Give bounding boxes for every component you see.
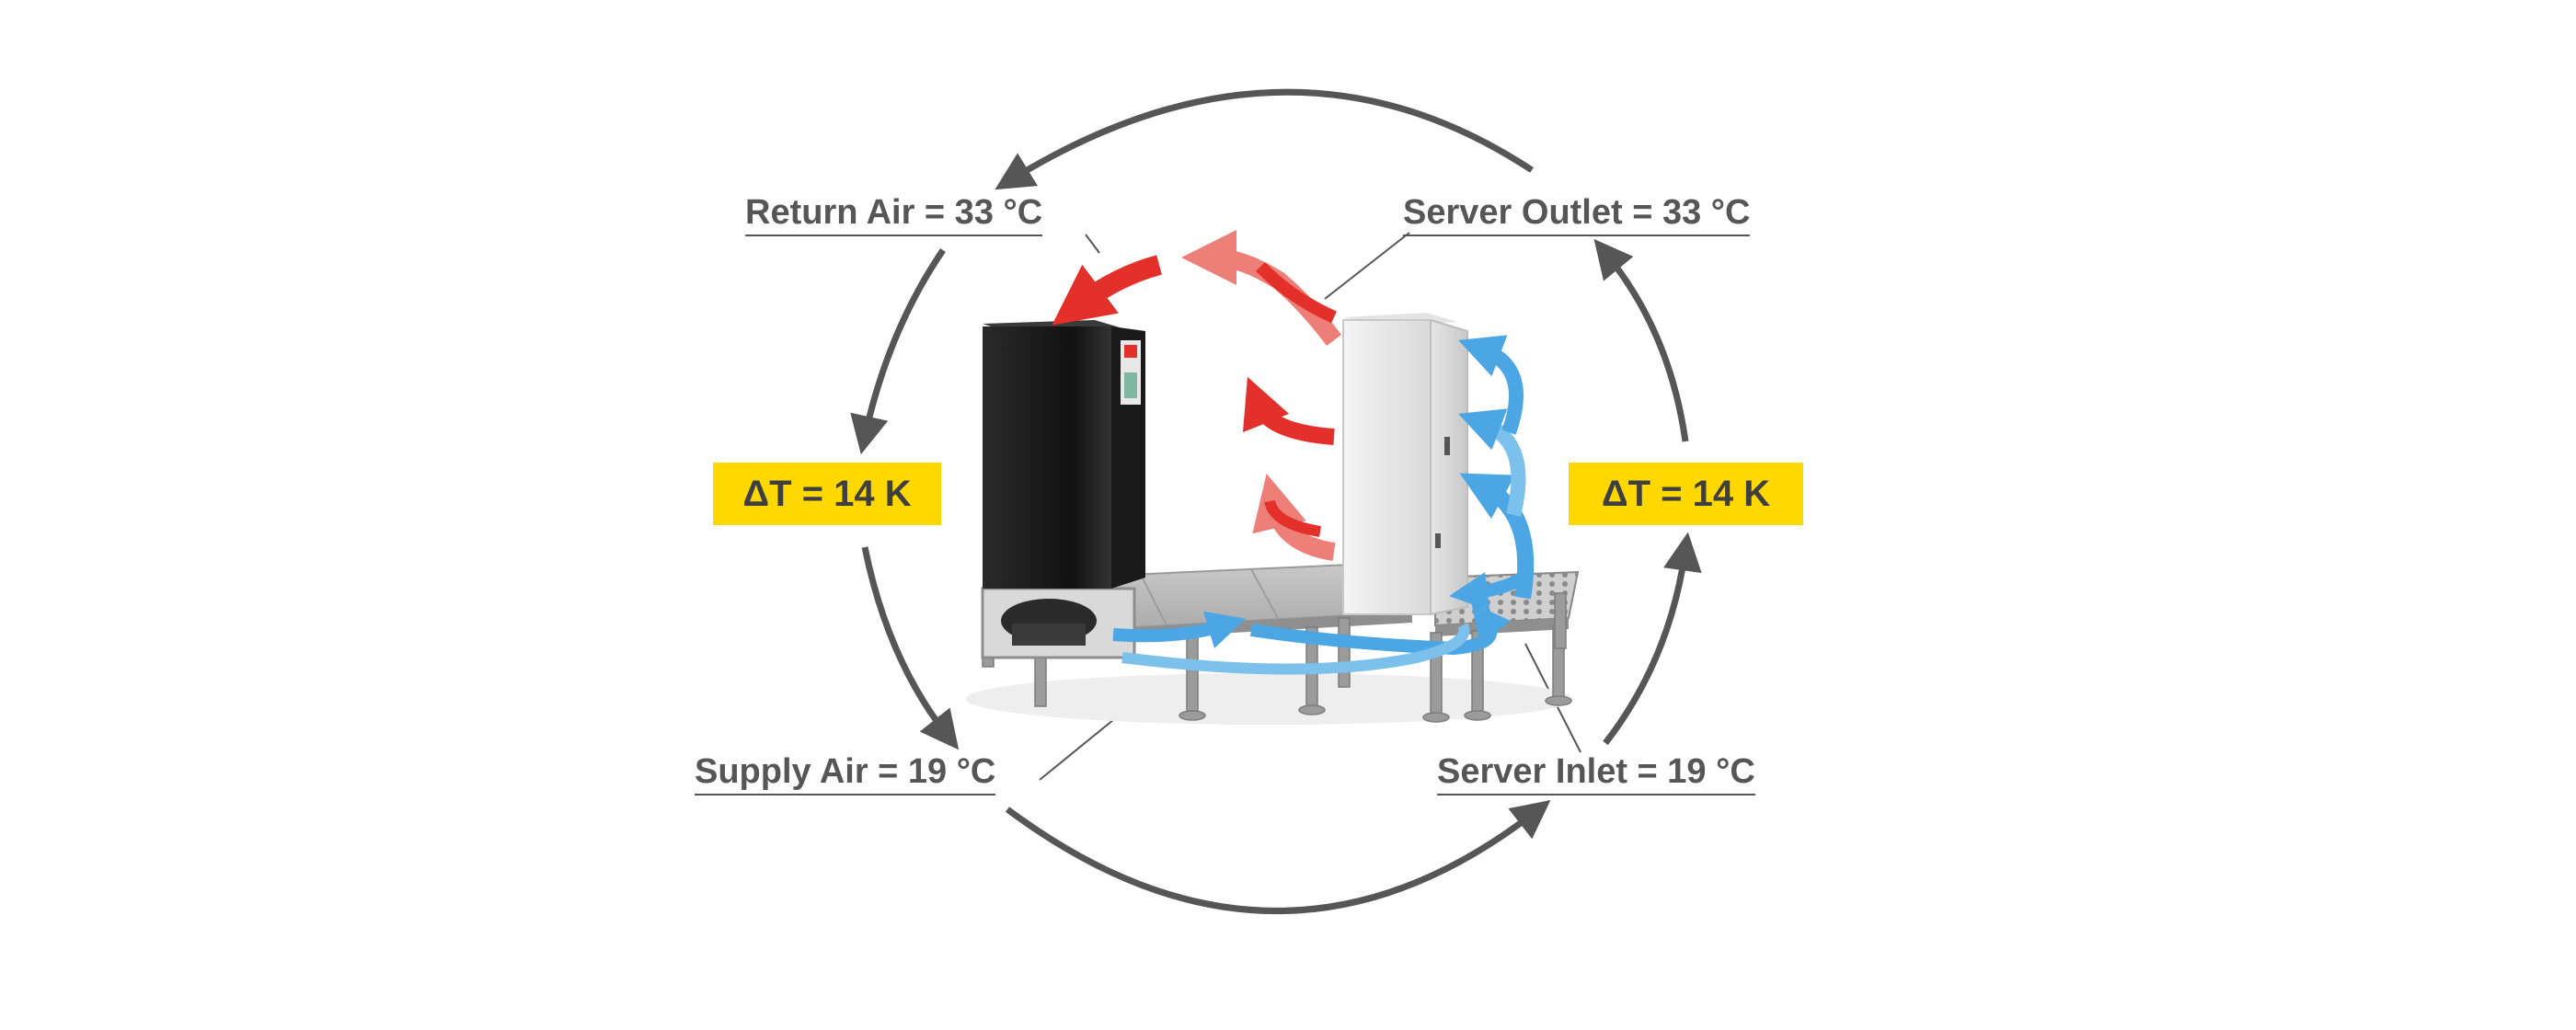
hot-air-arrow-1 bbox=[1052, 255, 1162, 326]
cold-air-flow bbox=[1112, 335, 1535, 675]
cooling-unit bbox=[983, 326, 1111, 589]
cycle-arrow-bottom-right bbox=[1603, 532, 1702, 746]
leader-server-outlet bbox=[1324, 232, 1410, 300]
cold-air-arrow-1 bbox=[1112, 611, 1247, 648]
hot-air-flow bbox=[1052, 230, 1341, 561]
equipment-illustration bbox=[966, 230, 1580, 725]
cold-air-arrow-7 bbox=[1448, 569, 1532, 611]
return-air-label: Return Air = 33 °C bbox=[745, 191, 1043, 236]
cycle-arrow-top-left bbox=[850, 248, 946, 455]
server-rack bbox=[1342, 319, 1432, 615]
cycle-arrow-bottom bbox=[1005, 799, 1551, 914]
cold-air-arrow-3 bbox=[1121, 623, 1470, 675]
hot-air-arrow-6 bbox=[1264, 499, 1322, 537]
hot-air-arrow-4 bbox=[1242, 376, 1335, 445]
cycle-arrow-top-right bbox=[1593, 238, 1689, 442]
server-inlet-label: Server Inlet = 19 °C bbox=[1437, 750, 1755, 795]
hot-air-arrow-3 bbox=[1256, 262, 1337, 324]
cycle-arrows bbox=[850, 88, 1702, 914]
hot-air-arrow-2 bbox=[1181, 230, 1341, 347]
cycle-arrow-top bbox=[995, 88, 1534, 190]
leader-return-air bbox=[1085, 234, 1100, 254]
supply-air-label: Supply Air = 19 °C bbox=[695, 750, 996, 795]
cycle-arrow-bottom-left bbox=[861, 546, 960, 750]
cold-air-arrow-6 bbox=[1458, 335, 1524, 435]
delta-t-right-badge: ΔT = 14 K bbox=[1569, 463, 1803, 525]
server-outlet-label: Server Outlet = 33 °C bbox=[1403, 191, 1751, 236]
cold-air-arrow-5 bbox=[1458, 408, 1526, 517]
cold-air-arrow-2 bbox=[1249, 602, 1511, 656]
delta-t-left-badge: ΔT = 14 K bbox=[713, 463, 941, 525]
